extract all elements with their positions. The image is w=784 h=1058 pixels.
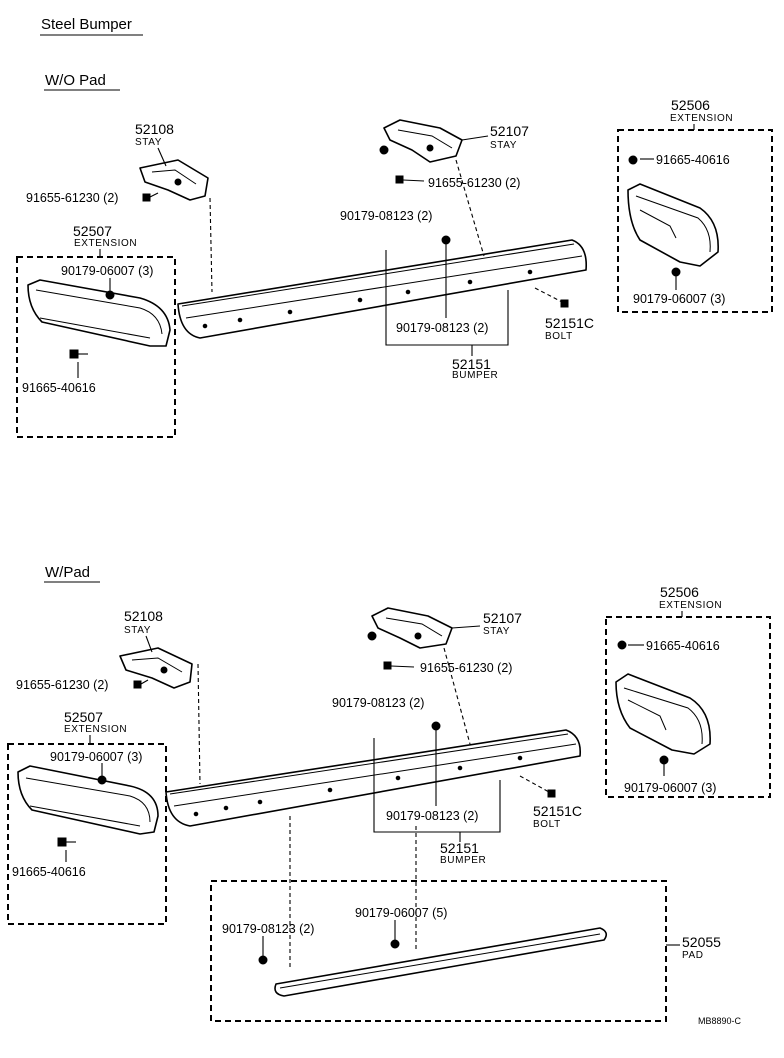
nut-upper-label: 90179-08123 (2) [340,209,432,223]
stay-left-desc: STAY [124,625,151,636]
alignment-line [197,663,201,785]
bumper-nut-icon [441,235,451,245]
ext-right-number: 52506 [671,97,710,113]
pad-nut-icon [258,955,268,965]
pad-number: 52055 [682,934,721,950]
bumper-bar-part [177,239,588,339]
left-extension-group-box [7,743,167,925]
bumper-bracket-line [373,738,501,833]
pad-nut-a-label: 90179-08123 (2) [222,922,314,936]
right-stay-part [371,607,453,649]
right-extension-group-box [617,129,773,313]
stay-left-desc: STAY [135,137,162,148]
stay-nut-icon [379,145,389,155]
pad-group-box [210,880,667,1022]
bumper-bolt-icon [519,775,556,798]
stay-right-desc: STAY [490,140,517,151]
pad-nut-icon [390,939,400,949]
bumper-bolt-number: 52151C [533,803,582,819]
right-extension-group-box [605,616,771,798]
pad-strip-part [274,927,608,997]
left-stay-part [119,647,193,689]
bumper-number: 52151 [452,356,491,372]
footer-code: MB8890-C [698,1016,742,1026]
nut-lower-label: 90179-08123 (2) [386,809,478,823]
ext-right-desc: EXTENSION [659,600,722,611]
extension-nut-icon [659,755,669,765]
pad-nut-b-label: 90179-06007 (5) [355,906,447,920]
stay-bolt-icon [133,679,149,689]
ext-right-nut-label: 90179-06007 (3) [633,292,725,306]
left-extension-part [27,279,171,347]
diagram-title: Steel Bumper [41,16,132,33]
bumper-bolt-icon [534,287,569,308]
nut-upper-label: 90179-08123 (2) [332,696,424,710]
bumper-desc: BUMPER [452,370,498,381]
stay-bolt-icon [142,192,159,202]
stay-left-number: 52108 [124,608,163,624]
stay-right-bolt-icon [395,175,425,184]
right-extension-part [627,183,719,267]
left-extension-part [17,765,159,835]
ext-left-bolt-label: 91665-40616 [12,865,86,879]
pad-desc: PAD [682,950,704,961]
alignment-line [455,159,485,257]
left-stay-part [139,159,209,201]
ext-left-number: 52507 [73,223,112,239]
stay-right-number: 52107 [490,123,529,139]
stay-right-bolt-label: 91655-61230 (2) [420,661,512,675]
left-extension-group-box [16,256,176,438]
right-extension-part [615,673,711,755]
bumper-desc: BUMPER [440,855,486,866]
extension-bolt-icon [628,155,638,165]
ext-right-bolt-label: 91665-40616 [646,639,720,653]
leader-line [451,625,481,629]
alignment-line [209,197,213,293]
ext-left-desc: EXTENSION [74,238,137,249]
extension-bolt-icon [69,349,88,359]
nut-lower-label: 90179-08123 (2) [396,321,488,335]
bumper-bar-part [165,729,582,827]
section-heading: W/Pad [45,564,90,581]
stay-left-bolt-label: 91655-61230 (2) [26,191,118,205]
ext-left-bolt-label: 91665-40616 [22,381,96,395]
extension-bolt-icon [617,640,627,650]
stay-nut-icon [367,631,377,641]
section-with-pad: W/Pad 52507 EXTENSION 90179-06007 (3) 91… [7,564,771,1022]
extension-bolt-icon [57,837,76,847]
leader-line [145,635,153,653]
stay-right-number: 52107 [483,610,522,626]
bumper-bolt-number: 52151C [545,315,594,331]
ext-left-nut-label: 90179-06007 (3) [61,264,153,278]
extension-nut-icon [105,290,115,300]
ext-left-desc: EXTENSION [64,724,127,735]
stay-right-bolt-label: 91655-61230 (2) [428,176,520,190]
section-without-pad: W/O Pad 52507 EXTENSION 90179-06007 (3) … [16,72,773,438]
extension-nut-icon [97,775,107,785]
ext-left-number: 52507 [64,709,103,725]
extension-nut-icon [671,267,681,277]
bumper-bracket-line [385,250,509,346]
section-heading: W/O Pad [45,72,106,89]
stay-right-desc: STAY [483,626,510,637]
stay-left-number: 52108 [135,121,174,137]
bumper-bolt-desc: BOLT [545,331,573,342]
leader-line [461,135,489,141]
ext-right-bolt-label: 91665-40616 [656,153,730,167]
stay-left-bolt-label: 91655-61230 (2) [16,678,108,692]
bumper-number: 52151 [440,840,479,856]
ext-right-number: 52506 [660,584,699,600]
leader-line [157,147,167,167]
stay-right-bolt-icon [383,661,415,670]
alignment-line [443,647,471,745]
right-stay-part [383,119,463,163]
bumper-bolt-desc: BOLT [533,819,561,830]
ext-right-desc: EXTENSION [670,113,733,124]
ext-left-nut-label: 90179-06007 (3) [50,750,142,764]
bumper-nut-icon [431,721,441,731]
ext-right-nut-label: 90179-06007 (3) [624,781,716,795]
